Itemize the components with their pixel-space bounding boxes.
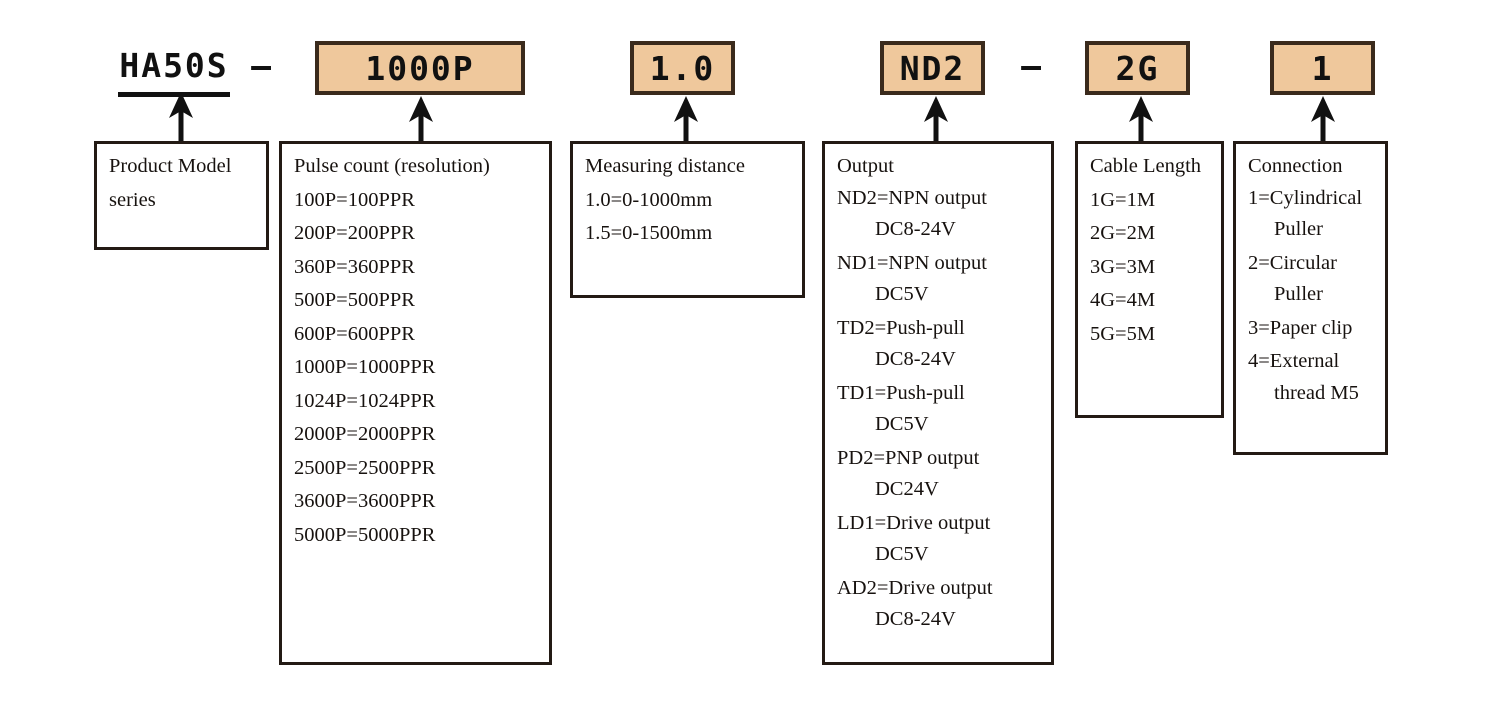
- pulse-count-option: 5000P=5000PPR: [294, 523, 436, 546]
- pulse-count-option: 500P=500PPR: [294, 289, 415, 311]
- connection-option-line1: 2=Circular: [1248, 251, 1337, 274]
- desc-box-product-model: Product Model series: [94, 141, 269, 250]
- model-code-dash-1: –: [251, 45, 271, 85]
- pulse-count-title: Pulse count (resolution): [294, 155, 490, 177]
- model-code-connection-box: 1: [1270, 41, 1375, 95]
- pulse-count-option: 3600P=3600PPR: [294, 490, 436, 512]
- model-code-pulse-box: 1000P: [315, 41, 525, 95]
- connection-option-line2: thread M5: [1274, 381, 1359, 404]
- pulse-count-option: 1024P=1024PPR: [294, 389, 436, 412]
- cable-length-option: 1G=1M: [1090, 188, 1156, 211]
- measuring-distance-title: Measuring distance: [585, 155, 745, 177]
- pulse-count-option: 600P=600PPR: [294, 322, 415, 345]
- output-option-code: AD2=Drive output: [837, 576, 993, 599]
- desc-box-cable-length: Cable Length 1G=1M 2G=2M 3G=3M 4G=4M 5G=…: [1075, 141, 1224, 418]
- cable-length-option: 3G=3M: [1090, 255, 1156, 278]
- cable-length-option: 2G=2M: [1090, 222, 1156, 244]
- arrow-product-model: [169, 92, 193, 142]
- desc-box-connection: Connection 1=Cylindrical Puller 2=Circul…: [1233, 141, 1388, 455]
- pulse-count-option: 100P=100PPR: [294, 188, 415, 211]
- connection-option-line1: 3=Paper clip: [1248, 316, 1353, 339]
- output-option-code: PD2=PNP output: [837, 446, 980, 469]
- connection-option-line2: Puller: [1274, 218, 1323, 240]
- output-option-code: ND2=NPN output: [837, 186, 987, 209]
- output-option-spec: DC5V: [875, 543, 929, 565]
- output-title: Output: [837, 155, 894, 177]
- desc-box-pulse-count: Pulse count (resolution) 100P=100PPR 200…: [279, 141, 552, 665]
- output-option-spec: DC5V: [875, 283, 929, 305]
- pulse-count-option: 2000P=2000PPR: [294, 423, 436, 445]
- desc-box-measuring-distance: Measuring distance 1.0=0-1000mm 1.5=0-15…: [570, 141, 805, 298]
- desc-box-output: Output ND2=NPN output DC8-24V ND1=NPN ou…: [822, 141, 1054, 665]
- connection-option-line1: 4=External: [1248, 350, 1340, 372]
- output-option-code: TD1=Push-pull: [837, 381, 965, 404]
- arrow-output: [924, 96, 948, 142]
- output-option-spec: DC8-24V: [875, 218, 956, 240]
- pulse-count-option: 200P=200PPR: [294, 222, 415, 244]
- arrow-cable-length: [1129, 96, 1153, 142]
- connection-option-line2: Puller: [1274, 283, 1323, 305]
- model-code-series: HA50S: [118, 44, 230, 97]
- arrow-pulse-count: [409, 96, 433, 142]
- measuring-distance-option: 1.0=0-1000mm: [585, 188, 713, 211]
- output-option-code: ND1=NPN output: [837, 251, 987, 274]
- arrow-measuring-distance: [674, 96, 698, 142]
- output-option-spec: DC5V: [875, 413, 929, 435]
- connection-title: Connection: [1248, 155, 1343, 177]
- connection-option-line1: 1=Cylindrical: [1248, 186, 1363, 209]
- product-model-title-line1: Product Model: [109, 155, 232, 177]
- output-option-code: TD2=Push-pull: [837, 316, 965, 339]
- product-model-title-line2: series: [109, 188, 156, 211]
- cable-length-title: Cable Length: [1090, 155, 1202, 177]
- pulse-count-option: 360P=360PPR: [294, 255, 415, 278]
- pulse-count-option: 2500P=2500PPR: [294, 456, 436, 479]
- model-code-dash-2: –: [1021, 45, 1041, 85]
- measuring-distance-option: 1.5=0-1500mm: [585, 222, 713, 244]
- arrow-connection: [1311, 96, 1335, 142]
- pulse-count-option: 1000P=1000PPR: [294, 356, 436, 378]
- model-code-cable-box: 2G: [1085, 41, 1190, 95]
- model-code-output-box: ND2: [880, 41, 985, 95]
- model-code-distance-box: 1.0: [630, 41, 735, 95]
- output-option-spec: DC8-24V: [875, 608, 956, 630]
- output-option-spec: DC8-24V: [875, 348, 956, 370]
- output-option-code: LD1=Drive output: [837, 511, 991, 534]
- cable-length-option: 4G=4M: [1090, 289, 1156, 311]
- output-option-spec: DC24V: [875, 478, 939, 500]
- cable-length-option: 5G=5M: [1090, 322, 1156, 345]
